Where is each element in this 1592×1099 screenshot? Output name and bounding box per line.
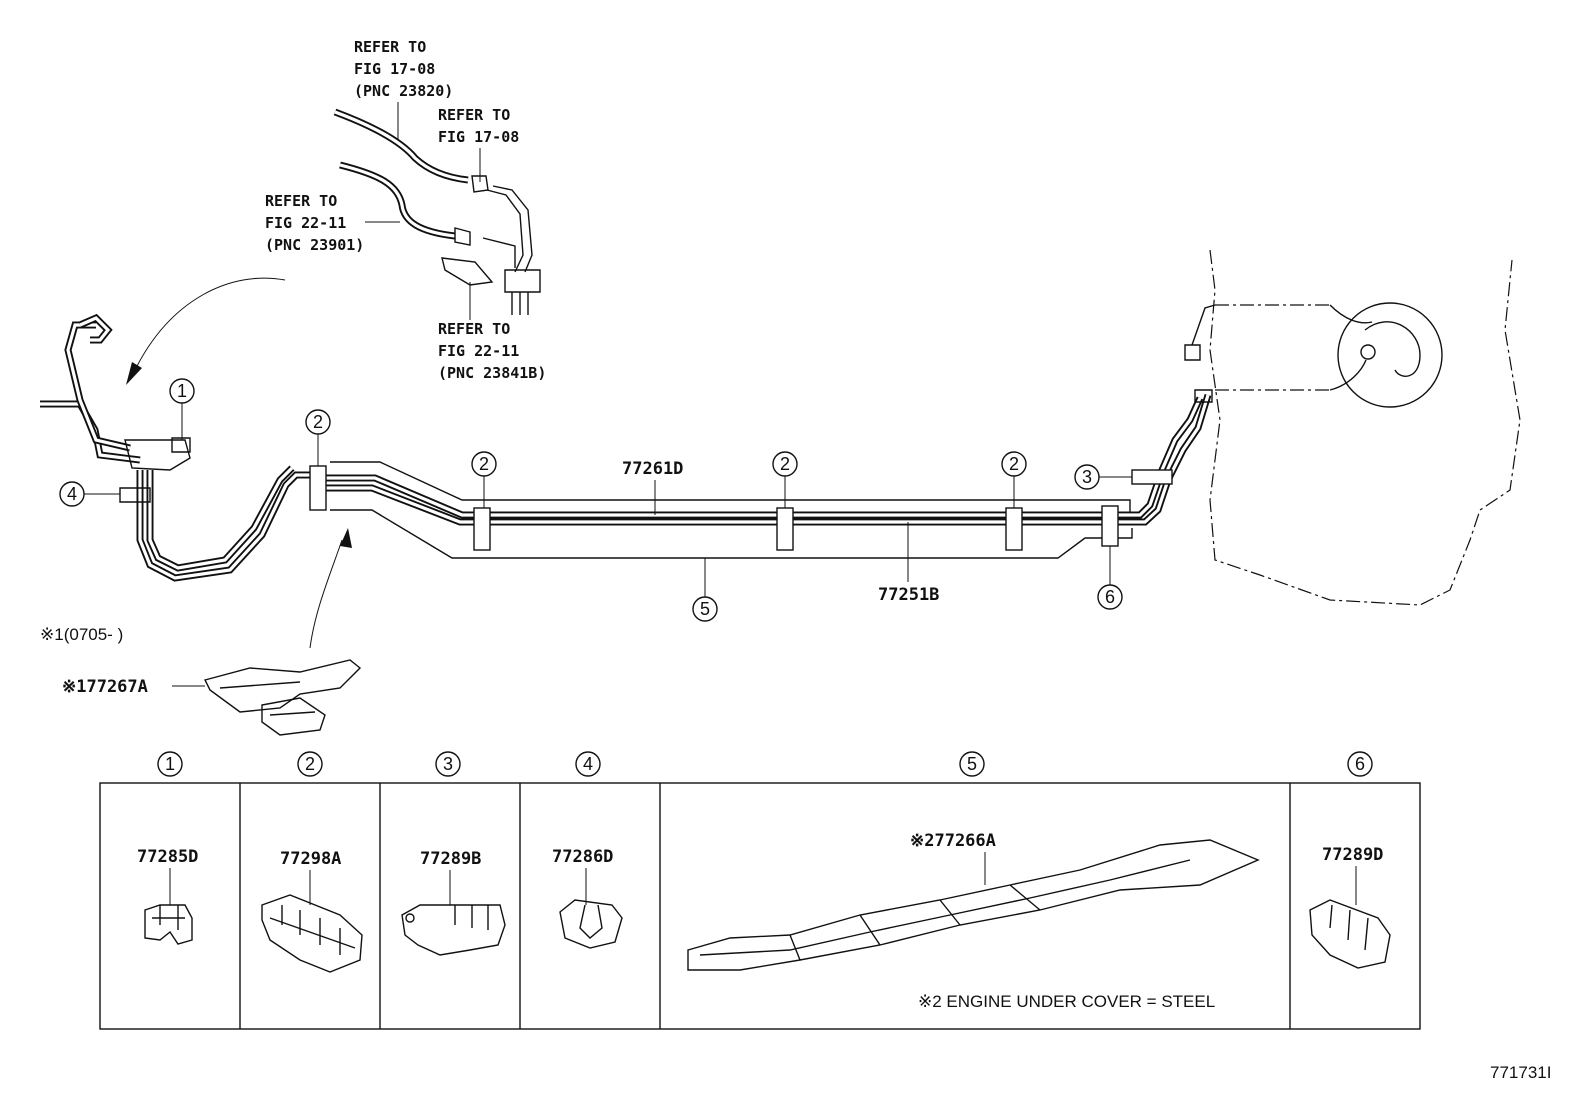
svg-text:1: 1 xyxy=(177,381,187,401)
svg-text:77289B: 77289B xyxy=(420,849,481,869)
svg-text:6: 6 xyxy=(1105,587,1115,607)
reference-label-fig-17-08: REFER TO FIG 17-08 xyxy=(438,106,519,146)
svg-text:FIG 22-11: FIG 22-11 xyxy=(438,342,519,360)
svg-text:REFER TO: REFER TO xyxy=(265,192,337,210)
table-header-5: 5 xyxy=(959,751,985,777)
arrow-up-icon xyxy=(309,539,343,649)
svg-text:1: 1 xyxy=(165,754,175,774)
svg-text:77261D: 77261D xyxy=(622,459,683,479)
part-label-77251b: 77251B xyxy=(878,522,939,605)
svg-text:3: 3 xyxy=(1082,467,1092,487)
table-header-6: 6 xyxy=(1347,751,1373,777)
svg-text:FIG 17-08: FIG 17-08 xyxy=(438,128,519,146)
callout-6: 6 xyxy=(1097,546,1123,610)
table-header-3: 3 xyxy=(435,751,461,777)
main-tube-pipes xyxy=(318,393,1212,526)
part-label-77261d: 77261D xyxy=(622,459,683,515)
reference-label-fig-17-08-pnc-23820: REFER TO FIG 17-08 (PNC 23820) xyxy=(354,38,453,100)
svg-text:2: 2 xyxy=(1009,454,1019,474)
curved-arrow-icon xyxy=(134,277,286,371)
left-pipe-loop xyxy=(40,313,318,582)
table-cell-277266a: ※277266A xyxy=(687,831,1260,971)
callout-2-b: 2 xyxy=(471,451,497,508)
table-cell-77298a: 77298A xyxy=(261,849,363,973)
svg-text:※277266A: ※277266A xyxy=(910,831,996,851)
svg-text:※177267A: ※177267A xyxy=(62,677,148,697)
svg-text:2: 2 xyxy=(479,454,489,474)
svg-text:REFER TO: REFER TO xyxy=(354,38,426,56)
table-cell-77285d: 77285D xyxy=(137,847,198,945)
table-cell-77286d: 77286D xyxy=(552,847,623,949)
svg-text:(PNC 23901): (PNC 23901) xyxy=(265,236,364,254)
engine-cover-note: ※2 ENGINE UNDER COVER = STEEL xyxy=(918,992,1215,1011)
callout-5: 5 xyxy=(692,558,718,622)
callout-1: 1 xyxy=(169,378,195,440)
protector-note: ※1(0705- ) xyxy=(40,625,123,644)
arrow-head-icon xyxy=(126,362,142,385)
callout-2-d: 2 xyxy=(1001,451,1027,508)
svg-text:2: 2 xyxy=(305,754,315,774)
reference-label-fig-22-11-pnc-23841b: REFER TO FIG 22-11 (PNC 23841B) xyxy=(438,320,546,382)
svg-text:REFER TO: REFER TO xyxy=(438,320,510,338)
callout-4: 4 xyxy=(59,481,120,507)
part-label-177267a: ※177267A xyxy=(62,677,205,697)
svg-text:6: 6 xyxy=(1355,754,1365,774)
callout-2-a: 2 xyxy=(305,409,331,466)
svg-text:77251B: 77251B xyxy=(878,585,939,605)
svg-text:FIG 17-08: FIG 17-08 xyxy=(354,60,435,78)
svg-text:4: 4 xyxy=(583,754,593,774)
reference-label-fig-22-11-pnc-23901: REFER TO FIG 22-11 (PNC 23901) xyxy=(265,192,364,254)
svg-text:77285D: 77285D xyxy=(137,847,198,867)
svg-text:5: 5 xyxy=(700,599,710,619)
upper-pipes xyxy=(333,108,541,315)
table-cell-77289d: 77289D xyxy=(1309,845,1391,969)
svg-text:2: 2 xyxy=(313,412,323,432)
svg-text:4: 4 xyxy=(67,484,77,504)
svg-text:REFER TO: REFER TO xyxy=(438,106,510,124)
svg-text:5: 5 xyxy=(967,754,977,774)
svg-text:(PNC 23820): (PNC 23820) xyxy=(354,82,453,100)
rear-brake-area xyxy=(1184,249,1521,606)
svg-text:77298A: 77298A xyxy=(280,849,341,869)
svg-text:2: 2 xyxy=(780,454,790,474)
table-header-1: 1 xyxy=(157,751,183,777)
pipe-clamps xyxy=(309,465,1173,551)
protector-part-drawing xyxy=(203,659,362,736)
svg-text:77289D: 77289D xyxy=(1322,845,1383,865)
table-header-2: 2 xyxy=(297,751,323,777)
svg-text:FIG 22-11: FIG 22-11 xyxy=(265,214,346,232)
figure-id: 771731I xyxy=(1490,1063,1551,1082)
svg-text:77286D: 77286D xyxy=(552,847,613,867)
protector-outline xyxy=(330,461,1133,559)
svg-text:(PNC 23841B): (PNC 23841B) xyxy=(438,364,546,382)
parts-table xyxy=(99,782,1421,1030)
callout-3: 3 xyxy=(1074,464,1132,490)
table-header-4: 4 xyxy=(575,751,601,777)
callout-2-c: 2 xyxy=(772,451,798,508)
svg-text:3: 3 xyxy=(443,754,453,774)
arrow-head-icon xyxy=(340,528,352,548)
table-cell-77289b: 77289B xyxy=(401,849,506,956)
